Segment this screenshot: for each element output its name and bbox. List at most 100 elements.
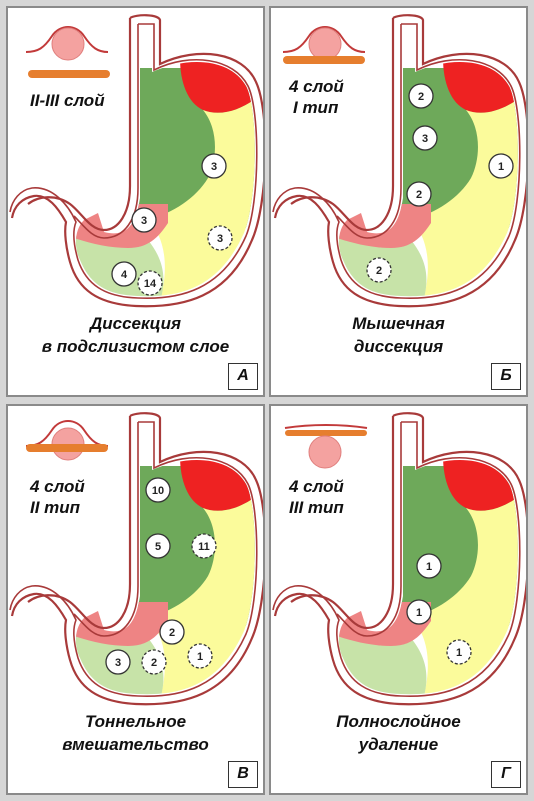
mucosa-line [25, 26, 109, 53]
caption-line: Тоннельное [84, 712, 187, 731]
count-marker-dashed: 2 [141, 649, 167, 675]
marker-circle [488, 153, 514, 179]
count-marker: 3 [131, 207, 157, 233]
count-marker-dashed: 3 [207, 225, 233, 251]
stomach-outline [10, 14, 263, 308]
panel-letter: Б [491, 363, 521, 390]
panel-c: 4 слой II тип 10 5 11 2 1 3 2 Тоннельное вмеша… [6, 404, 265, 795]
marker-label: 1 [416, 607, 422, 619]
count-marker: 10 [145, 477, 171, 503]
marker-circle [141, 649, 167, 675]
stomach-diagram: 1 1 1 [272, 412, 526, 706]
stomach-diagram: 3 3 3 4 14 [9, 14, 263, 308]
count-marker: 1 [488, 153, 514, 179]
lesser-curvature-inner [336, 422, 402, 637]
caption-line: вмешательство [62, 735, 209, 754]
marker-circle [191, 533, 217, 559]
caption-line: Диссекция [89, 314, 182, 333]
mucosa-line [284, 424, 368, 429]
marker-circle [105, 649, 131, 675]
stomach-outline [273, 14, 526, 308]
marker-label: 1 [197, 651, 203, 663]
lesser-curvature-inner [73, 422, 139, 637]
marker-label: 3 [115, 657, 121, 669]
marker-circle [406, 599, 432, 625]
count-marker: 3 [105, 649, 131, 675]
layer-title-line: 4 слой [289, 77, 344, 96]
marker-label: 2 [416, 189, 422, 201]
lesion-schematic [284, 424, 368, 469]
count-marker: 4 [111, 261, 137, 287]
stomach-outline-inner [272, 23, 521, 300]
lesion-schematic [25, 420, 109, 461]
caption-line: Полнослойное [336, 712, 461, 731]
lesion-circle [51, 27, 85, 61]
marker-circle [131, 207, 157, 233]
count-marker-dashed: 14 [137, 270, 163, 296]
panel-letter: В [228, 761, 258, 788]
layer-title: 4 слой II тип [30, 476, 85, 518]
marker-label: 14 [144, 278, 157, 290]
marker-label: 10 [152, 485, 164, 497]
marker-label: 2 [376, 265, 382, 277]
marker-circle [446, 639, 472, 665]
method-caption: Тоннельное вмешательство [8, 710, 263, 756]
layer-title: 4 слой I тип [289, 76, 344, 118]
marker-circle [111, 261, 137, 287]
count-marker: 3 [412, 125, 438, 151]
marker-circle [137, 270, 163, 296]
marker-circle [207, 225, 233, 251]
muscle-plate [285, 430, 367, 436]
layer-title-line: II-III слой [30, 91, 105, 110]
marker-circle [187, 643, 213, 669]
marker-label: 3 [217, 233, 223, 245]
panel-letter: А [228, 363, 258, 390]
count-marker-dashed: 1 [446, 639, 472, 665]
panel-letter: Г [491, 761, 521, 788]
marker-circle [408, 83, 434, 109]
panel-a: II-III слой 3 3 3 4 14 Диссекция в подслизис… [6, 6, 265, 397]
stomach-outline [10, 412, 263, 706]
stomach-diagram: 10 5 11 2 1 3 2 [9, 412, 263, 706]
layer-title-line: I тип [293, 98, 339, 117]
marker-circle [416, 553, 442, 579]
lesion-schematic [282, 26, 366, 64]
marker-label: 3 [422, 133, 428, 145]
marker-label: 1 [498, 161, 504, 173]
count-marker: 1 [406, 599, 432, 625]
mucosa-line [25, 420, 109, 447]
marker-label: 2 [151, 657, 157, 669]
marker-circle [406, 181, 432, 207]
lesion-circle [308, 435, 342, 469]
stomach-outline-inner [9, 421, 258, 698]
stomach-outline-inner [9, 23, 258, 300]
caption-line: Мышечная [352, 314, 445, 333]
marker-label: 1 [456, 647, 462, 659]
count-marker: 5 [145, 533, 171, 559]
count-marker-dashed: 2 [366, 257, 392, 283]
count-marker: 2 [406, 181, 432, 207]
layer-title: II-III слой [30, 90, 105, 111]
method-caption: Диссекция в подслизистом слое [8, 312, 263, 358]
lesion-schematic [25, 26, 110, 78]
layer-title-line: 4 слой [289, 477, 344, 496]
lesser-curvature [27, 18, 132, 232]
marker-label: 2 [169, 627, 175, 639]
marker-label: 3 [211, 161, 217, 173]
marker-label: 11 [198, 541, 210, 553]
marker-circle [366, 257, 392, 283]
stomach-outline-inner [272, 421, 521, 698]
lesser-curvature [290, 18, 395, 232]
layer-title-line: 4 слой [30, 477, 85, 496]
marker-circle [145, 477, 171, 503]
method-caption: Мышечная диссекция [271, 312, 526, 358]
count-marker-dashed: 1 [187, 643, 213, 669]
method-caption: Полнослойное удаление [271, 710, 526, 756]
marker-label: 1 [426, 561, 432, 573]
marker-circle [412, 125, 438, 151]
muscle-plate [26, 444, 108, 452]
marker-circle [145, 533, 171, 559]
